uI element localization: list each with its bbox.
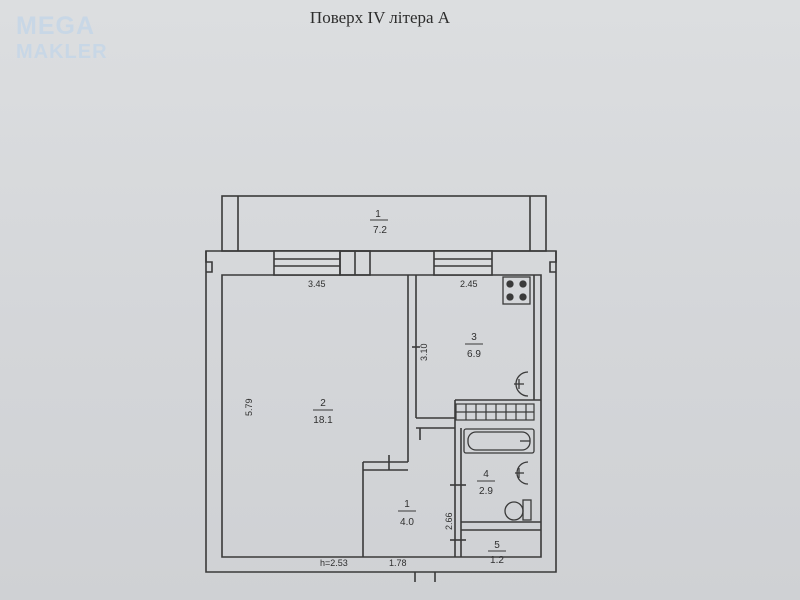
dim-hall-width: 1.78	[389, 558, 407, 568]
logo-line-2: MAKLER	[16, 41, 108, 63]
room-living-number: 2	[320, 398, 326, 409]
mega-makler-logo: MEGA MAKLER	[16, 12, 108, 63]
bathtub-icon	[463, 428, 535, 454]
window-right	[433, 250, 493, 276]
dim-ceiling-height: h=2.53	[320, 558, 348, 568]
stove-icon	[502, 276, 531, 305]
floor-plan-title: Поверх IV літера А	[309, 8, 451, 27]
room-hall-area: 4.0	[400, 517, 414, 528]
room-kitchen-area: 6.9	[467, 349, 481, 360]
dim-hall-depth: 2.66	[444, 512, 454, 530]
bathroom-sink-icon	[515, 461, 529, 485]
tiled-strip	[455, 403, 535, 421]
room-living-area: 18.1	[313, 415, 333, 426]
toilet-icon	[504, 499, 532, 521]
dim-room3-width: 2.45	[460, 279, 478, 289]
logo-line-1: MEGA	[16, 12, 95, 40]
dim-room2-width: 3.45	[308, 279, 326, 289]
room-hall-number: 1	[404, 499, 410, 510]
window-left	[273, 250, 341, 276]
dim-room3-depth: 3.10	[419, 343, 429, 361]
room-wc-area: 1.2	[490, 555, 504, 566]
kitchen-sink-icon	[514, 371, 529, 397]
inner-wall	[221, 274, 542, 558]
room-bathroom-area: 2.9	[479, 486, 493, 497]
dim-room2-depth: 5.79	[244, 398, 254, 416]
room-kitchen-number: 3	[471, 332, 477, 343]
room-balcony-area: 7.2	[373, 225, 387, 236]
room-balcony-number: 1	[375, 209, 381, 220]
balcony-outline	[221, 195, 547, 252]
room-bathroom-number: 4	[483, 469, 489, 480]
room-wc-number: 5	[494, 540, 500, 551]
